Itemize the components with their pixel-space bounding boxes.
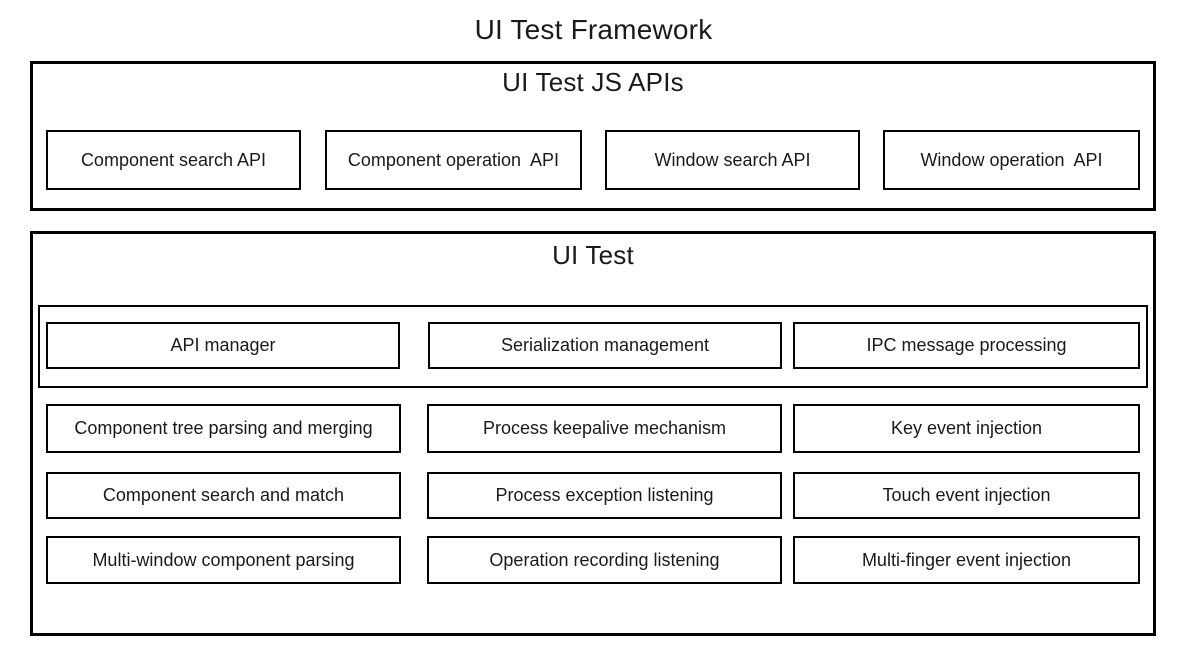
core-group: API manager Serialization management IPC… bbox=[38, 305, 1148, 388]
diagram-title: UI Test Framework bbox=[474, 14, 713, 45]
box-component-operation-api: Component operation API bbox=[325, 130, 582, 190]
box-multi-finger-event-injection: Multi-finger event injection bbox=[793, 536, 1140, 584]
box-process-exception-listening: Process exception listening bbox=[427, 472, 782, 519]
js-apis-section-title: UI Test JS APIs bbox=[502, 67, 684, 97]
box-touch-event-injection: Touch event injection bbox=[793, 472, 1140, 519]
box-serialization-management: Serialization management bbox=[428, 322, 782, 369]
box-ipc-message-processing: IPC message processing bbox=[793, 322, 1140, 369]
box-component-search-api: Component search API bbox=[46, 130, 301, 190]
box-component-search-and-match: Component search and match bbox=[46, 472, 401, 519]
box-multi-window-component-parsing: Multi-window component parsing bbox=[46, 536, 401, 584]
js-apis-section: UI Test JS APIs Component search API Com… bbox=[30, 61, 1156, 211]
box-key-event-injection: Key event injection bbox=[793, 404, 1140, 453]
box-window-operation-api: Window operation API bbox=[883, 130, 1140, 190]
box-window-search-api: Window search API bbox=[605, 130, 860, 190]
box-operation-recording-listening: Operation recording listening bbox=[427, 536, 782, 584]
ui-test-section: UI Test API manager Serialization manage… bbox=[30, 231, 1156, 636]
box-component-tree-parsing-and-merging: Component tree parsing and merging bbox=[46, 404, 401, 453]
ui-test-section-title: UI Test bbox=[552, 240, 634, 270]
box-api-manager: API manager bbox=[46, 322, 400, 369]
box-process-keepalive-mechanism: Process keepalive mechanism bbox=[427, 404, 782, 453]
